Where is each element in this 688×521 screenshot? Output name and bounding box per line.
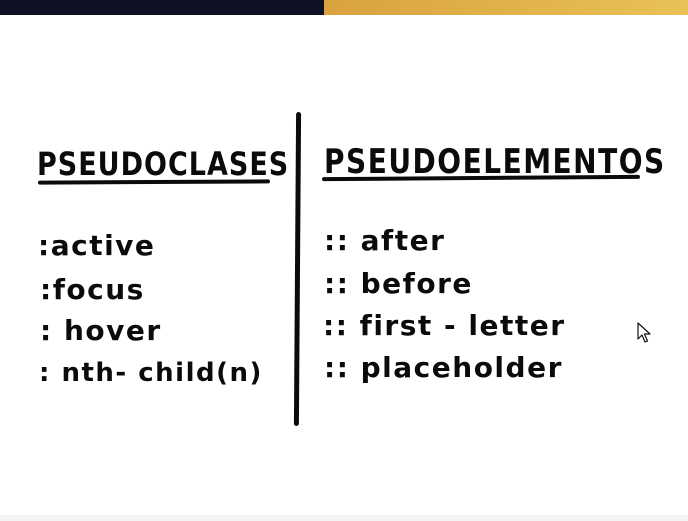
mouse-pointer-icon	[637, 322, 651, 343]
top-bar-gold-segment	[324, 0, 688, 15]
pseudoelement-item-before: :: before	[324, 267, 473, 300]
pseudoelement-item-after: :: after	[324, 224, 446, 257]
column-divider	[293, 111, 302, 427]
bottom-edge	[0, 515, 688, 521]
pseudoclass-item-hover: : hover	[40, 314, 162, 347]
pseudoclass-item-nth-child: : nth- child(n)	[39, 358, 263, 388]
top-bar-dark-segment	[0, 0, 324, 15]
pseudoclasses-title: PSEUDOCLASES	[37, 146, 290, 184]
pseudoelement-item-placeholder: :: placeholder	[324, 351, 563, 384]
pseudoclass-item-active: :active	[38, 229, 156, 262]
pseudoclass-item-focus: :focus	[40, 273, 145, 306]
top-color-bar	[0, 0, 688, 15]
pseudoclasses-title-underline	[37, 179, 271, 185]
pseudoelement-item-first-letter: :: first - letter	[323, 309, 566, 342]
